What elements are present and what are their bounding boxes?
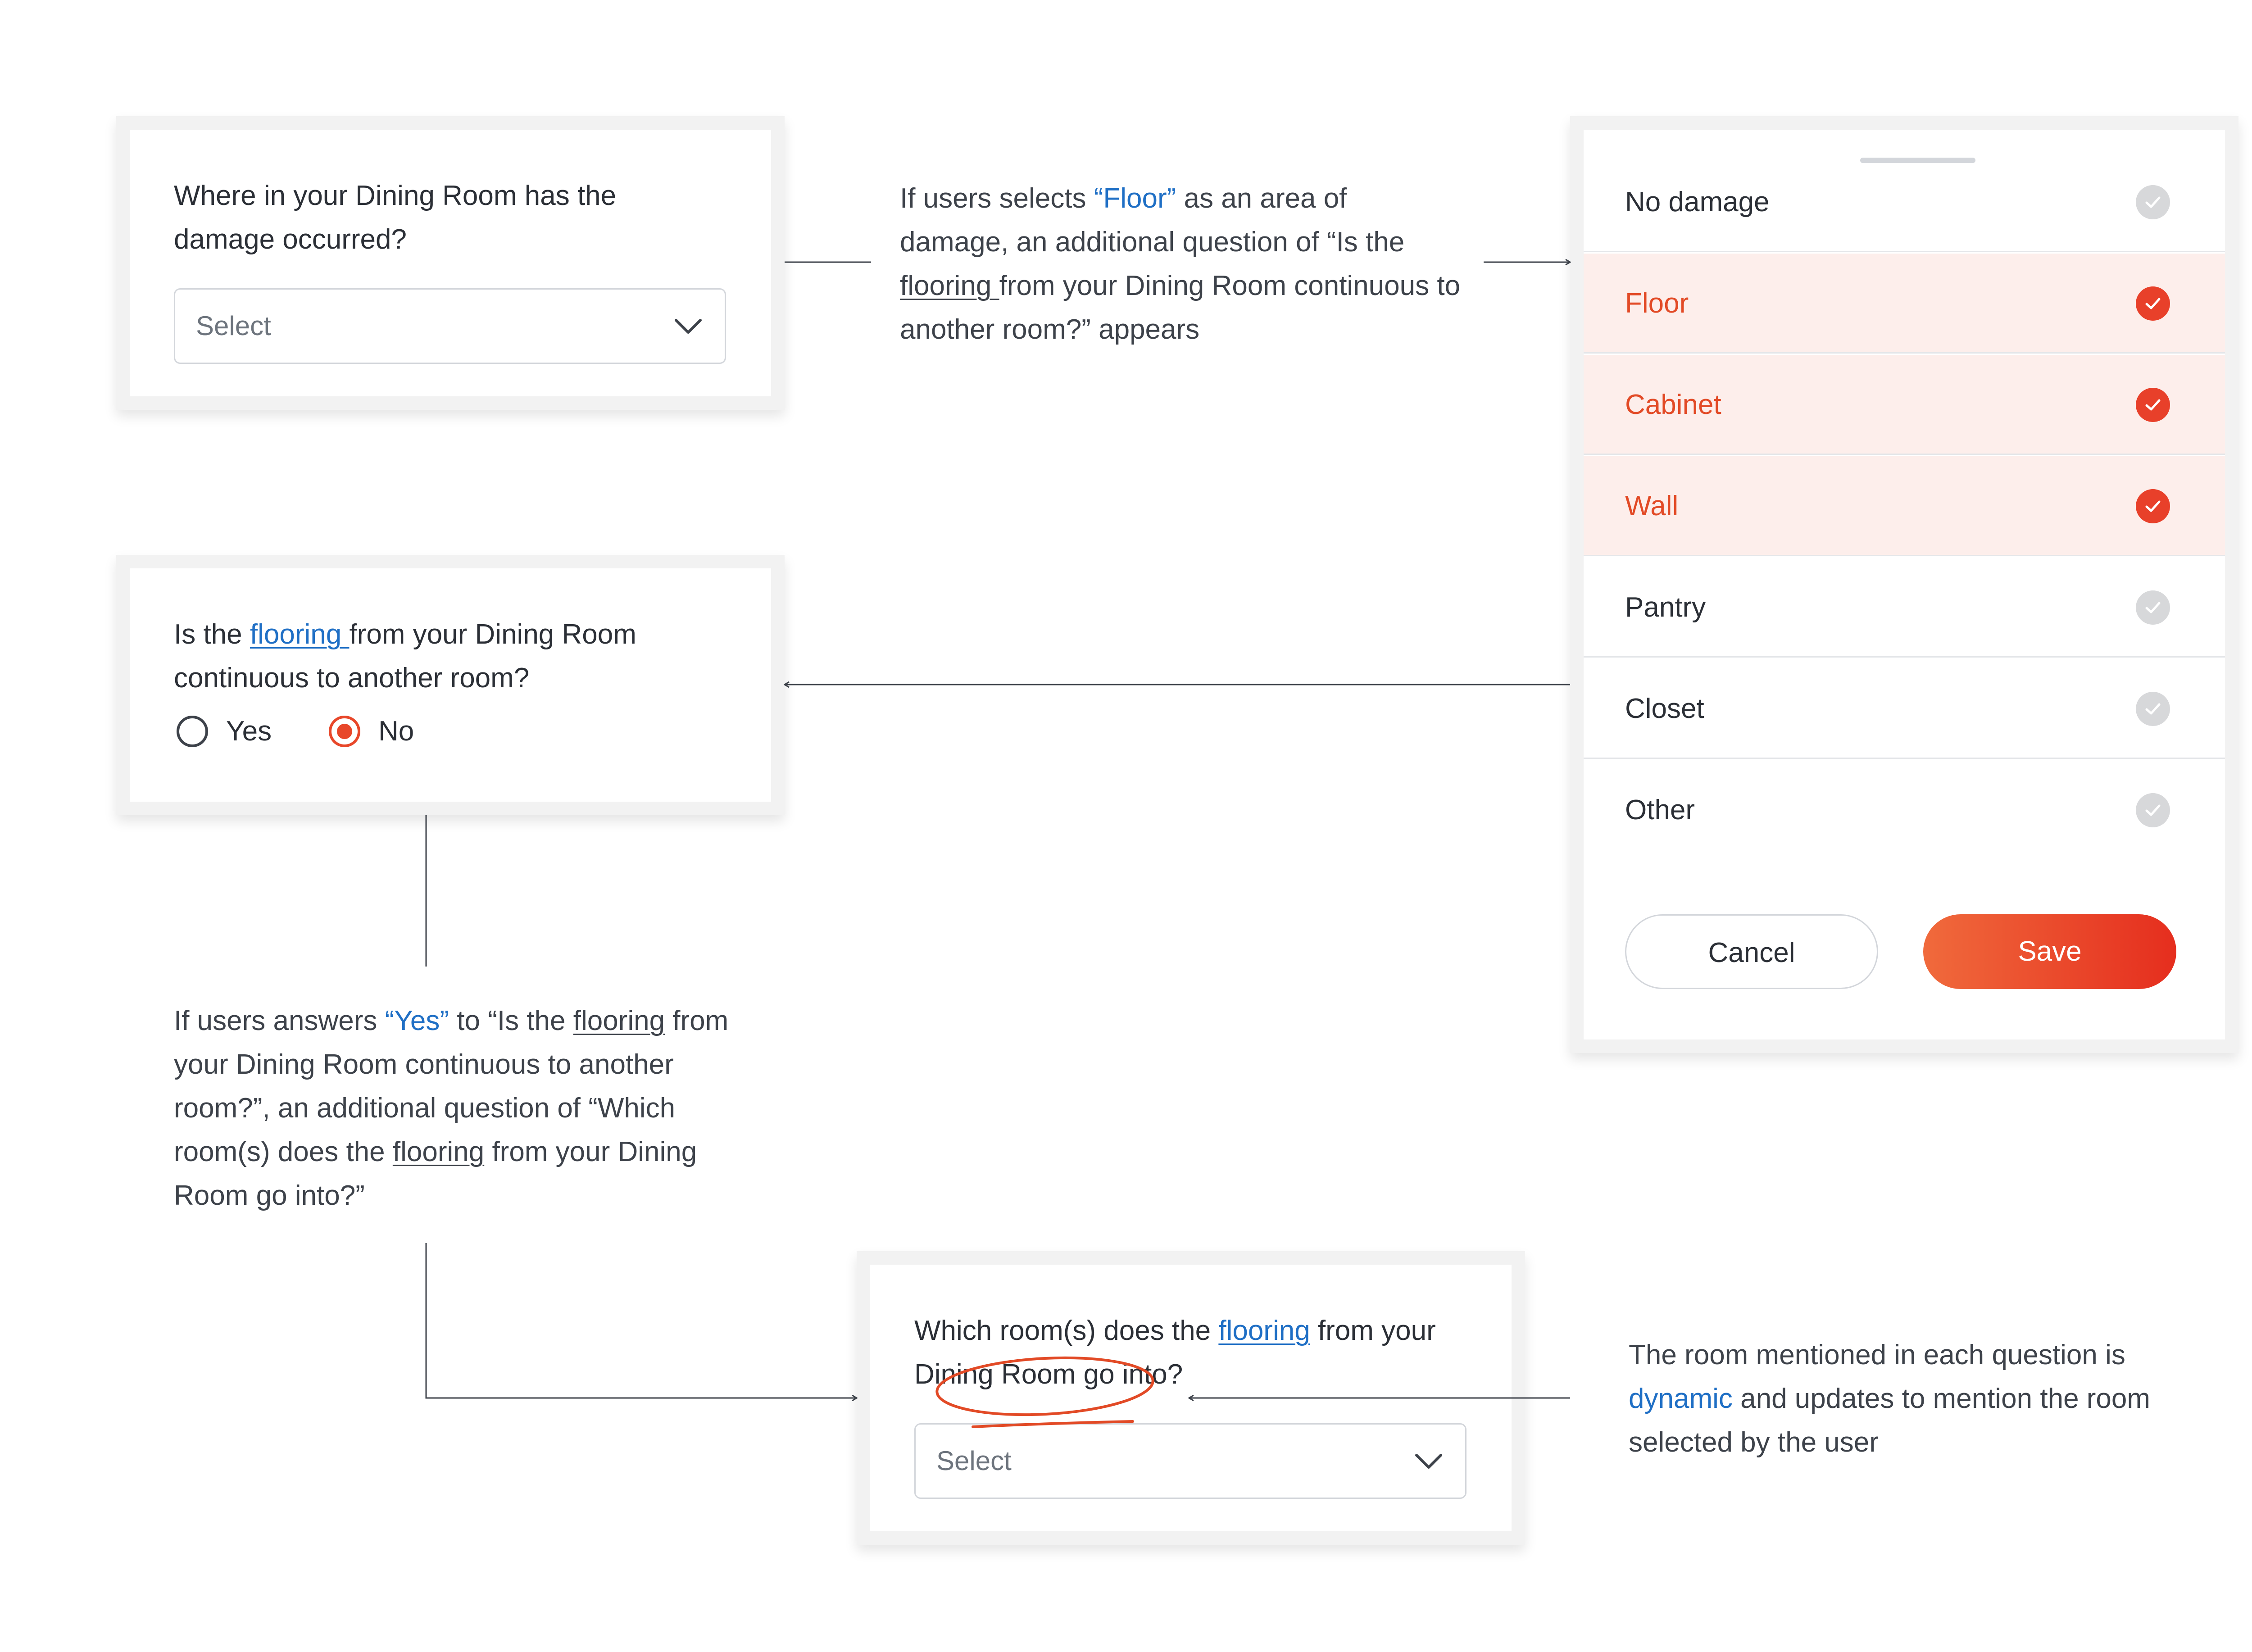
option-label: Closet: [1625, 693, 1704, 724]
note-text: from your Dining Room go into?”: [174, 1136, 697, 1211]
flooring-link[interactable]: flooring: [250, 619, 350, 650]
chevron-down-icon: [675, 319, 702, 334]
note-text: to “Is the: [449, 1005, 573, 1036]
which-rooms-select[interactable]: Select: [914, 1423, 1467, 1499]
dining-room-highlight-underline: [972, 1420, 1134, 1428]
option-label: Wall: [1625, 490, 1679, 522]
unchecked-circle-icon[interactable]: [2136, 185, 2170, 219]
checked-circle-icon[interactable]: [2136, 388, 2170, 422]
continuous-flooring-question: Is the flooring from your Dining Room co…: [174, 613, 759, 700]
option-label: No damage: [1625, 186, 1770, 218]
yes-answer-note: If users answers “Yes” to “Is the floori…: [174, 999, 759, 1217]
note-flooring-term: flooring: [392, 1136, 485, 1167]
question-text: from your Dining Room continuous to anot…: [174, 619, 636, 694]
note-text: as an area of damage, an additional ques…: [900, 183, 1405, 258]
damage-location-select[interactable]: Select: [174, 288, 726, 364]
question-text: from your Dining Room go into?: [914, 1315, 1436, 1390]
arrow-note2-card3: [425, 1243, 857, 1398]
damage-location-card: Where in your Dining Room has the damage…: [116, 116, 785, 410]
damage-location-question: Where in your Dining Room has the damage…: [174, 180, 617, 255]
which-rooms-question: Which room(s) does the flooring from you…: [914, 1309, 1482, 1396]
option-row-closet[interactable]: Closet: [1584, 659, 2225, 759]
radio-yes-label: Yes: [226, 716, 272, 747]
note-flooring-term: flooring: [573, 1005, 665, 1036]
radio-no-circle[interactable]: [329, 715, 360, 747]
radio-no-label: No: [378, 716, 414, 747]
note-highlight: “Floor”: [1094, 183, 1176, 214]
option-label: Pantry: [1625, 592, 1706, 623]
note-text: If users selects: [900, 183, 1094, 214]
chevron-down-icon: [1415, 1454, 1442, 1469]
question-text: Which room(s) does the: [914, 1315, 1219, 1346]
radio-yes-circle[interactable]: [177, 715, 208, 747]
unchecked-circle-icon[interactable]: [2136, 590, 2170, 625]
note-flooring-term: flooring: [900, 270, 999, 301]
note-text: from your Dining Room continuous to anot…: [900, 270, 1461, 345]
option-label: Cabinet: [1625, 389, 1721, 420]
checked-circle-icon[interactable]: [2136, 286, 2170, 321]
checked-circle-icon[interactable]: [2136, 489, 2170, 523]
select-placeholder: Select: [936, 1446, 1012, 1476]
note-text: and updates to mention the room selected…: [1629, 1383, 2151, 1458]
drag-handle[interactable]: [1860, 158, 1975, 163]
note-text: The room mentioned in each question is: [1629, 1339, 2125, 1371]
option-row-other[interactable]: Other: [1584, 760, 2225, 860]
note-highlight: “Yes”: [385, 1005, 449, 1036]
save-button[interactable]: Save: [1923, 914, 2176, 989]
option-label: Other: [1625, 794, 1695, 826]
flooring-link[interactable]: flooring: [1218, 1315, 1310, 1346]
dynamic-room-note: The room mentioned in each question is d…: [1629, 1333, 2214, 1464]
option-row-pantry[interactable]: Pantry: [1584, 558, 2225, 658]
select-placeholder: Select: [196, 311, 271, 341]
note-text: If users answers: [174, 1005, 385, 1036]
unchecked-circle-icon[interactable]: [2136, 692, 2170, 726]
floor-selection-note: If users selects “Floor” as an area of d…: [900, 177, 1463, 351]
radio-yes[interactable]: Yes: [177, 715, 272, 747]
note-highlight: dynamic: [1629, 1383, 1733, 1414]
option-row-no-damage[interactable]: No damage: [1584, 152, 2225, 252]
option-row-wall[interactable]: Wall: [1584, 456, 2225, 556]
continuous-flooring-card: Is the flooring from your Dining Room co…: [116, 555, 785, 815]
unchecked-circle-icon[interactable]: [2136, 793, 2170, 827]
option-label: Floor: [1625, 288, 1689, 319]
dining-room-highlight-circle: [935, 1356, 1154, 1416]
question-text: Is the: [174, 619, 250, 650]
option-row-cabinet[interactable]: Cabinet: [1584, 355, 2225, 455]
cancel-button[interactable]: Cancel: [1625, 914, 1878, 989]
note-text: from your Dining Room continuous to anot…: [174, 1005, 729, 1167]
radio-no[interactable]: No: [329, 715, 414, 747]
option-row-floor[interactable]: Floor: [1584, 254, 2225, 354]
